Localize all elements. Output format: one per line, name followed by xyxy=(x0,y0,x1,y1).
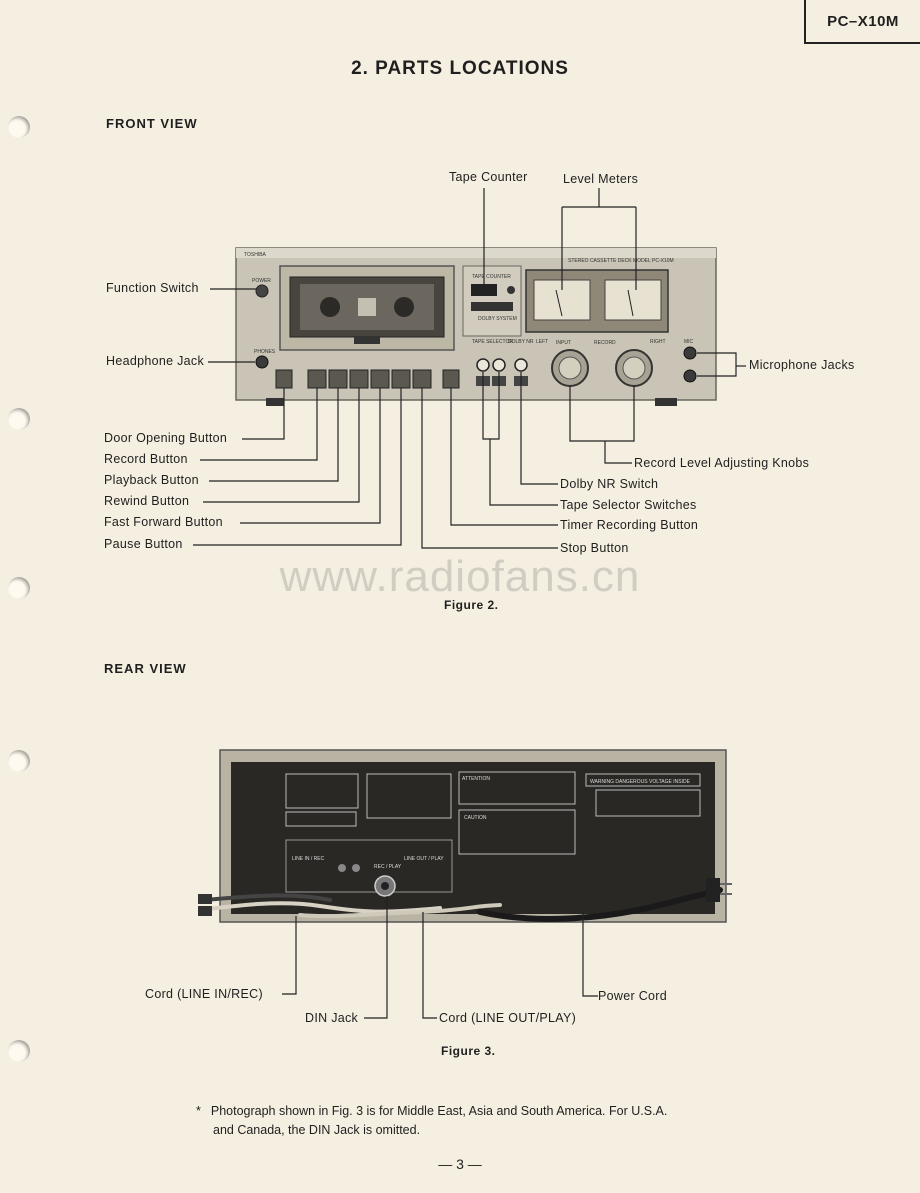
label-door-opening-button: Door Opening Button xyxy=(104,431,228,445)
attention-plate xyxy=(458,771,576,805)
rear-panel xyxy=(231,762,715,914)
footnote-line-1: * Photograph shown in Fig. 3 is for Middl… xyxy=(196,1102,756,1121)
device-right: RIGHT xyxy=(650,339,666,345)
jack-plate xyxy=(285,839,453,893)
function-switch xyxy=(255,284,269,298)
device-dolby-nr: DOLBY NR xyxy=(508,339,534,345)
model-number: PC–X10M xyxy=(827,12,899,30)
headphone-jack xyxy=(255,355,269,369)
counter-panel xyxy=(462,265,522,337)
footnote-line-2: and Canada, the DIN Jack is omitted. xyxy=(213,1123,421,1137)
device-line-out-play: LINE OUT / PLAY xyxy=(404,856,444,862)
device-left: LEFT xyxy=(536,339,548,345)
cord-line-out xyxy=(298,903,502,919)
device-line-in-rec: LINE IN / REC xyxy=(292,856,325,862)
dolby-logo xyxy=(471,302,513,311)
front-view-figure: TOSHIBA POWER STEREO CASSETTE DECK MODEL… xyxy=(193,188,746,549)
device-model-line: STEREO CASSETTE DECK MODEL PC-X10M xyxy=(568,258,674,264)
tape-selector-switch-1 xyxy=(476,358,490,372)
label-dolby-nr-switch: Dolby NR Switch xyxy=(560,477,659,491)
microphone-jack-left xyxy=(683,346,697,360)
label-tape-selector-switches: Tape Selector Switches xyxy=(560,498,697,512)
label-microphone-jacks: Microphone Jacks xyxy=(749,358,855,372)
level-meter-right xyxy=(604,279,662,321)
stop-btn xyxy=(391,369,411,389)
device-power: POWER xyxy=(252,278,271,284)
footnote-text-1: Photograph shown in Fig. 3 is for Middle… xyxy=(210,1104,668,1118)
label-record-level-knobs: Record Level Adjusting Knobs xyxy=(634,456,810,470)
label-stop-button: Stop Button xyxy=(560,541,629,555)
model-number-box: PC–X10M xyxy=(804,0,920,44)
device-warning: WARNING DANGEROUS VOLTAGE INSIDE xyxy=(590,779,691,785)
tape-selector-switch-2 xyxy=(492,358,506,372)
timer-recording-btn xyxy=(442,369,460,389)
device-tape-selector: TAPE SELECTOR xyxy=(472,339,513,345)
dolby-license-plate xyxy=(366,773,452,819)
binder-hole xyxy=(8,116,30,138)
footnote: * Photograph shown in Fig. 3 is for Middl… xyxy=(196,1102,756,1140)
device-phones: PHONES xyxy=(254,349,276,355)
rewind-btn xyxy=(349,369,369,389)
figure-2-caption: Figure 2. xyxy=(444,598,499,612)
label-power-cord: Power Cord xyxy=(598,989,667,1003)
label-rewind-button: Rewind Button xyxy=(104,494,190,508)
rating-plate xyxy=(285,773,359,809)
binder-hole xyxy=(8,577,30,599)
fast-forward-btn xyxy=(370,369,390,389)
device-rec-play: REC / PLAY xyxy=(374,864,402,870)
rear-view-heading: REAR VIEW xyxy=(104,661,187,676)
label-level-meters: Level Meters xyxy=(563,172,639,186)
label-timer-recording-button: Timer Recording Button xyxy=(560,518,699,532)
device-mic: MIC xyxy=(684,339,694,345)
deck-foot xyxy=(266,398,284,406)
label-cord-line-out: Cord (LINE OUT/PLAY) xyxy=(439,1011,577,1025)
device-brand: TOSHIBA xyxy=(244,252,267,258)
page-number: — 3 — xyxy=(438,1156,482,1172)
deck-foot xyxy=(655,398,677,406)
record-btn xyxy=(307,369,327,389)
device-record: RECORD xyxy=(594,340,616,346)
binder-hole xyxy=(8,750,30,772)
caution-plate xyxy=(458,809,576,855)
label-function-switch: Function Switch xyxy=(106,281,199,295)
label-pause-button: Pause Button xyxy=(104,537,183,551)
label-fast-forward-button: Fast Forward Button xyxy=(104,515,223,529)
device-dolby: DOLBY SYSTEM xyxy=(478,316,517,322)
door-opening-btn xyxy=(275,369,293,389)
warning-plate xyxy=(585,773,701,787)
label-cord-line-in: Cord (LINE IN/REC) xyxy=(145,987,263,1001)
pause-btn xyxy=(412,369,432,389)
binder-hole xyxy=(8,408,30,430)
microphone-jack-right xyxy=(683,369,697,383)
rear-view-figure: ATTENTION CAUTION WARNING DANGEROUS VOLT… xyxy=(198,749,732,1019)
watermark: www.radiofans.cn xyxy=(279,552,641,601)
figure-3-caption: Figure 3. xyxy=(441,1044,496,1058)
dolby-nr-switch xyxy=(514,358,528,372)
playback-btn xyxy=(328,369,348,389)
label-record-button: Record Button xyxy=(104,452,188,466)
deck-top-strip xyxy=(236,248,716,258)
device-caution: CAUTION xyxy=(464,815,487,821)
label-din-jack: DIN Jack xyxy=(305,1011,359,1025)
label-playback-button: Playback Button xyxy=(104,473,199,487)
page-title: 2. PARTS LOCATIONS xyxy=(351,58,569,79)
power-plug xyxy=(706,878,720,902)
label-headphone-jack: Headphone Jack xyxy=(106,354,205,368)
front-view-heading: FRONT VIEW xyxy=(106,116,198,131)
device-attention: ATTENTION xyxy=(462,776,490,782)
label-tape-counter: Tape Counter xyxy=(449,170,528,184)
footnote-marker: * xyxy=(196,1104,201,1118)
device-input: INPUT xyxy=(556,340,571,346)
binder-hole xyxy=(8,1040,30,1062)
device-tape-counter: TAPE COUNTER xyxy=(472,274,511,280)
power-cord xyxy=(477,887,723,922)
